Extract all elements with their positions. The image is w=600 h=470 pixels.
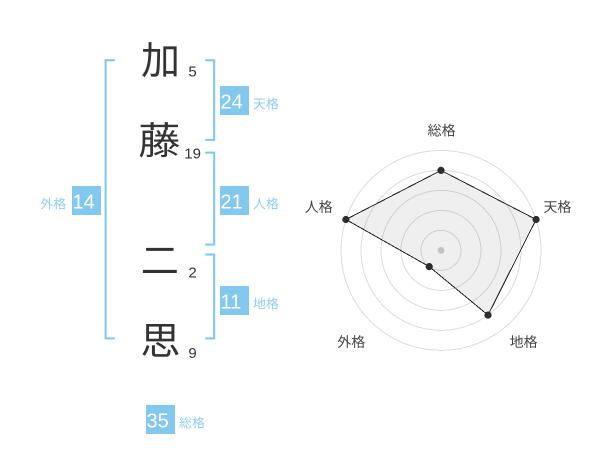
svg-text:14: 14 [73, 191, 95, 213]
svg-text:21: 21 [221, 191, 243, 213]
svg-text:9: 9 [188, 345, 196, 362]
svg-text:11: 11 [221, 291, 242, 313]
svg-text:24: 24 [221, 91, 243, 113]
svg-text:19: 19 [184, 145, 201, 162]
svg-text:35: 35 [147, 410, 169, 432]
svg-text:5: 5 [188, 64, 196, 81]
svg-text:2: 2 [188, 264, 196, 281]
